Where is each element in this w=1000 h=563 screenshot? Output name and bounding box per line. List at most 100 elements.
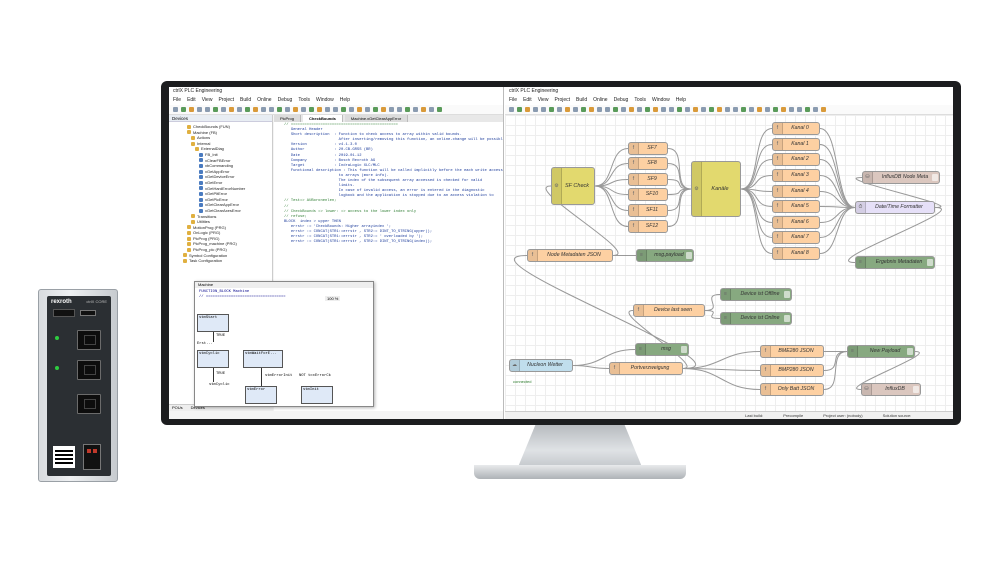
toolbar-button[interactable] <box>373 107 378 112</box>
tree-item[interactable]: Task Configuration <box>175 258 270 264</box>
toolbar-button[interactable] <box>645 107 650 112</box>
toolbar-button[interactable] <box>277 107 282 112</box>
toolbar-button[interactable] <box>189 107 194 112</box>
tree-item[interactable]: Machine (FB) <box>175 130 270 136</box>
toolbar-button[interactable] <box>669 107 674 112</box>
node-toggle-button[interactable] <box>927 259 933 266</box>
node-toggle-button[interactable] <box>907 348 913 355</box>
toolbar-button[interactable] <box>341 107 346 112</box>
toolbar-button[interactable] <box>805 107 810 112</box>
toolbar-button[interactable] <box>421 107 426 112</box>
tab-pous[interactable]: POUs <box>172 405 183 410</box>
node-msg[interactable]: ≡msg <box>635 343 689 356</box>
node-kanale[interactable]: ⚙Kanäle <box>691 161 741 217</box>
toolbar-button[interactable] <box>709 107 714 112</box>
tree-item[interactable]: xGetAppError <box>175 169 270 175</box>
toolbar-button[interactable] <box>413 107 418 112</box>
toolbar-button[interactable] <box>749 107 754 112</box>
toolbar-button[interactable] <box>549 107 554 112</box>
toolbar-button[interactable] <box>389 107 394 112</box>
toolbar-button[interactable] <box>557 107 562 112</box>
menu-item-help[interactable]: Help <box>675 97 687 103</box>
tree-item[interactable]: xClearFBError <box>175 158 270 164</box>
tree-item[interactable]: xGetClearAxesError <box>175 208 270 214</box>
tree-item[interactable]: OnLogic (PRG) <box>175 230 270 236</box>
toolbar-button[interactable] <box>293 107 298 112</box>
toolbar-button[interactable] <box>685 107 690 112</box>
toolbar-button[interactable] <box>637 107 642 112</box>
toolbar-button[interactable] <box>621 107 626 112</box>
tree-item[interactable]: xGetError <box>175 180 270 186</box>
code-area[interactable]: // =====================================… <box>274 122 503 245</box>
tree-item[interactable]: xGetClearAppError <box>175 202 270 208</box>
sfc-step[interactable]: stmCyclic <box>197 350 229 368</box>
toolbar-button[interactable] <box>541 107 546 112</box>
toolbar-button[interactable] <box>301 107 306 112</box>
toolbar-button[interactable] <box>245 107 250 112</box>
toolbar-button[interactable] <box>725 107 730 112</box>
toolbar-button[interactable] <box>533 107 538 112</box>
node-toggle-button[interactable] <box>784 291 790 298</box>
menu-item-tools[interactable]: Tools <box>634 97 646 103</box>
toolbar-button[interactable] <box>773 107 778 112</box>
menu-item-online[interactable]: Online <box>593 97 608 103</box>
menu-item-project[interactable]: Project <box>218 97 234 103</box>
toolbar-button[interactable] <box>349 107 354 112</box>
toolbar-button[interactable] <box>405 107 410 112</box>
toolbar-button[interactable] <box>333 107 338 112</box>
toolbar-button[interactable] <box>173 107 178 112</box>
tree-item[interactable]: FB_Init <box>175 152 270 158</box>
toolbar-button[interactable] <box>757 107 762 112</box>
node-ergebnis[interactable]: ≡Ergebnis Metadaten <box>855 256 935 269</box>
toolbar-button[interactable] <box>605 107 610 112</box>
tree-item[interactable]: Actions <box>175 135 270 141</box>
toolbar-button[interactable] <box>701 107 706 112</box>
tree-item[interactable]: xGetPlcError <box>175 197 270 203</box>
toolbar-button[interactable] <box>221 107 226 112</box>
toolbar-button[interactable] <box>357 107 362 112</box>
toolbar-button[interactable] <box>677 107 682 112</box>
menu-item-view[interactable]: View <box>201 97 213 103</box>
toolbar-button[interactable] <box>717 107 722 112</box>
menu-item-edit[interactable]: Edit <box>523 97 532 103</box>
tab-devices[interactable]: Devices <box>190 405 205 410</box>
menu-item-file[interactable]: File <box>173 97 182 103</box>
toolbar-button[interactable] <box>813 107 818 112</box>
tab-machine-error[interactable]: Machine.xGetClearAppError <box>344 115 409 122</box>
toolbar-button[interactable] <box>597 107 602 112</box>
toolbar-button[interactable] <box>197 107 202 112</box>
sfc-step[interactable]: stmError <box>245 386 277 404</box>
tree-item[interactable]: Internal <box>175 141 270 147</box>
tree-item[interactable]: MotionProg (PRG) <box>175 225 270 231</box>
tree-item[interactable]: Symbol Configuration <box>175 253 270 259</box>
toolbar-button[interactable] <box>229 107 234 112</box>
menu-item-online[interactable]: Online <box>257 97 272 103</box>
menu-item-file[interactable]: File <box>509 97 518 103</box>
toolbar-button[interactable] <box>765 107 770 112</box>
toolbar-button[interactable] <box>653 107 658 112</box>
node-toggle-button[interactable] <box>686 252 692 259</box>
toolbar-button[interactable] <box>397 107 402 112</box>
tree-item[interactable]: Transitions <box>175 214 270 220</box>
toolbar-button[interactable] <box>525 107 530 112</box>
tree-item[interactable]: PlcProg_plc (PRG) <box>175 247 270 253</box>
sfc-step[interactable]: stmWaitForE... <box>243 350 283 368</box>
menu-item-window[interactable]: Window <box>316 97 334 103</box>
